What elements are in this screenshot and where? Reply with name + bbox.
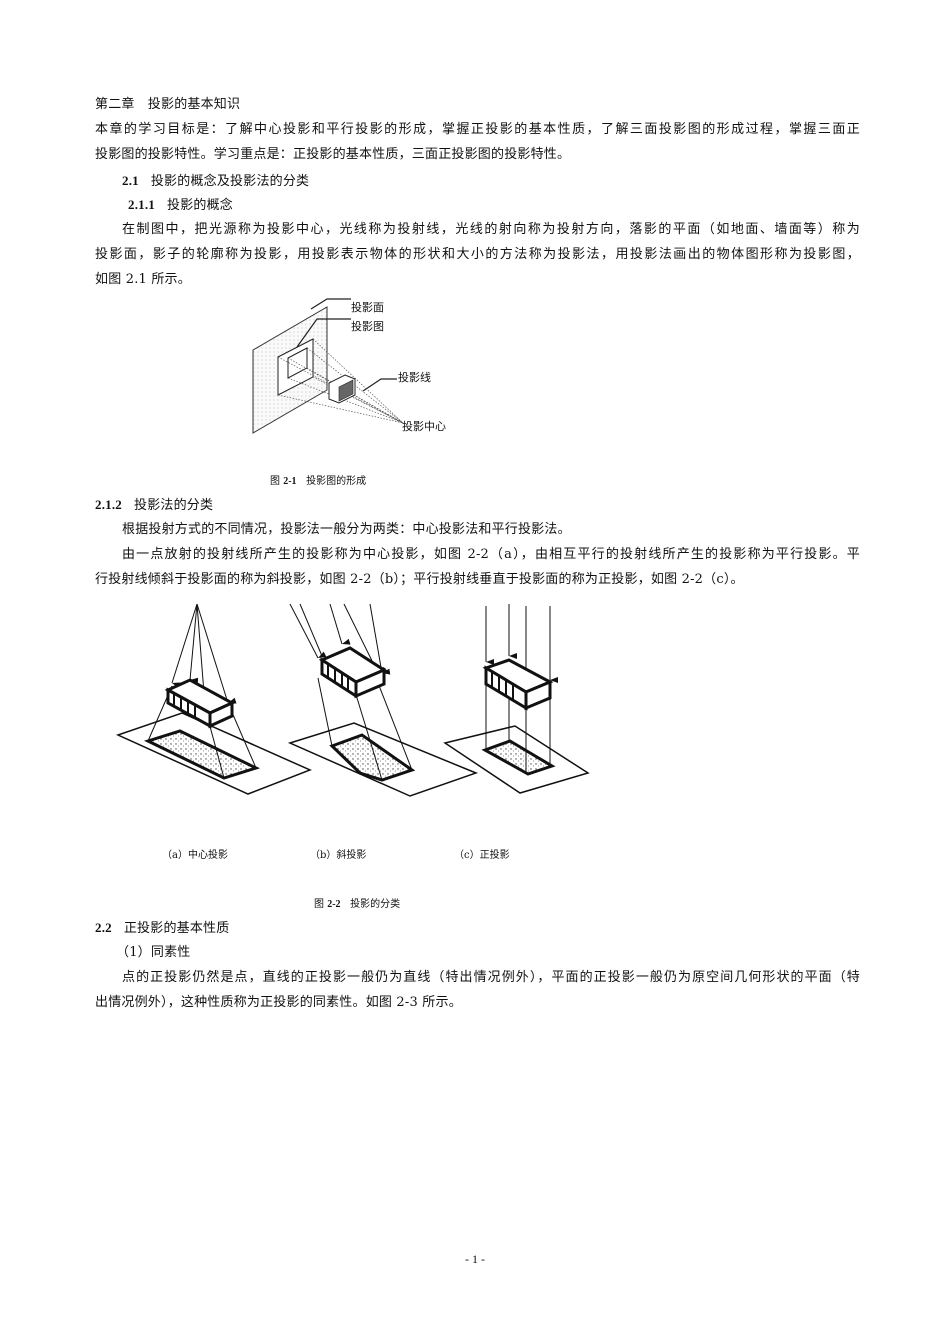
projection-formation-diagram: [252, 298, 404, 434]
intro-line-2: 投影图的投影特性。学习重点是：正投影的基本性质，三面正投影图的投影特性。: [95, 147, 571, 162]
para-2-line-2: 行投射线倾斜于投影面的称为斜投影，如图 2-2（b）；平行投射线垂直于投影面的称…: [95, 572, 744, 587]
section-2-1-2-heading: 2.1.2 投影法的分类: [95, 497, 213, 514]
chapter-title: 第二章 投影的基本知识: [95, 97, 241, 112]
para-1: 根据投射方式的不同情况，投影法一般分为两类：中心投影法和平行投影法。: [122, 522, 571, 537]
section-2-1-heading: 2.1 投影的概念及投影法的分类: [122, 173, 309, 190]
section-number: 2.1.2: [95, 497, 122, 512]
caption-prefix: 图: [314, 899, 328, 910]
figure-2-1-caption: 图 2-1 投影图的形成: [270, 476, 366, 488]
figure-2-2-caption: 图 2-2 投影的分类: [314, 899, 400, 911]
subcaption-c: （c）正投影: [454, 850, 510, 861]
caption-number: 2-2: [327, 899, 341, 910]
projection-types-diagram: [115, 603, 479, 797]
section-number: 2.2: [95, 920, 112, 935]
para-line-2: 投影面，影子的轮廓称为投影，用投影表示物体的形状和大小的方法称为投影法，用投影法…: [95, 247, 860, 262]
intro-line-1: 本章的学习目标是：了解中心投影和平行投影的形成，掌握正投影的基本性质，了解三面投…: [95, 122, 860, 137]
section-number: 2.1.1: [128, 197, 155, 212]
section-2-2-heading: 2.2 正投影的基本性质: [95, 920, 229, 937]
central-projection: [115, 603, 312, 795]
page-number: - 1 -: [465, 1252, 485, 1266]
label-projection-plane: 投影面: [351, 301, 384, 314]
para-line-2: 出情况例外），这种性质称为正投影的同素性。如图 2-3 所示。: [95, 995, 462, 1010]
label-projection-rays: 投影线: [398, 371, 431, 384]
caption-number: 2-1: [283, 476, 297, 487]
section-number: 2.1: [122, 173, 139, 188]
orthogonal-projection: [443, 604, 590, 794]
item-1-title: （1）同素性: [116, 945, 191, 960]
para-2-line-1: 由一点放射的投射线所产生的投影称为中心投影，如图 2-2（a），由相互平行的投射…: [122, 547, 860, 562]
para-line-1: 点的正投影仍然是点，直线的正投影一般仍为直线（特出情况例外），平面的正投影一般仍…: [122, 970, 860, 985]
section-title: 投影的概念: [167, 198, 234, 213]
section-title: 投影法的分类: [134, 498, 214, 513]
label-projection-center: 投影中心: [402, 420, 446, 433]
section-2-1-1-heading: 2.1.1 投影的概念: [128, 197, 233, 214]
label-projection-image: 投影图: [351, 320, 384, 333]
subcaption-b: （b）斜投影: [310, 850, 367, 861]
subcaption-a: （a）中心投影: [162, 850, 228, 861]
oblique-projection: [287, 603, 479, 797]
caption-prefix: 图: [270, 476, 284, 487]
section-title: 正投影的基本性质: [123, 921, 230, 936]
orthogonal-projection-diagram: [443, 604, 590, 794]
para-line-1: 在制图中，把光源称为投影中心，光线称为投射线，光线的射向称为投射方向，落影的平面…: [122, 222, 860, 237]
caption-text: 投影的分类: [350, 899, 401, 910]
caption-text: 投影图的形成: [306, 476, 367, 487]
section-title: 投影的概念及投影法的分类: [150, 174, 310, 189]
para-line-3: 如图 2.1 所示。: [95, 272, 191, 287]
